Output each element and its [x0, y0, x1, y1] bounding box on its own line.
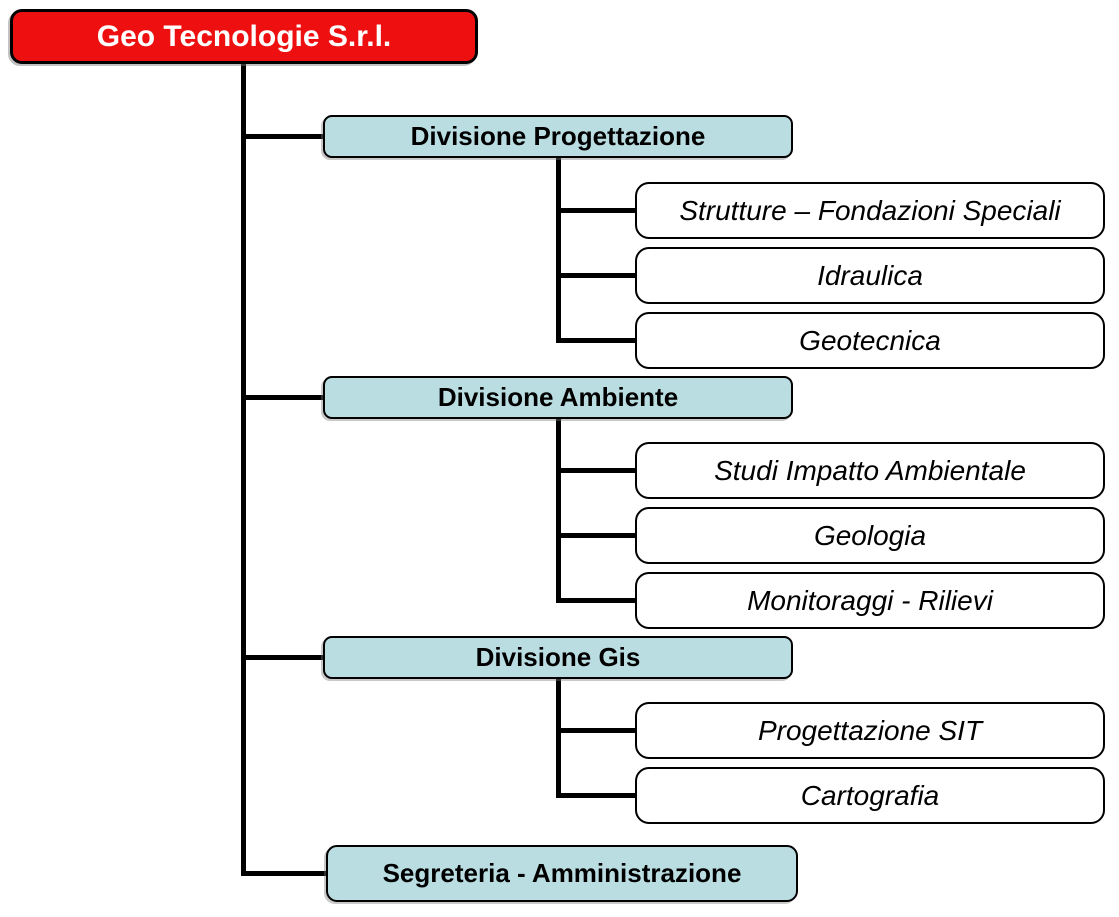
unit-label: Geologia	[813, 519, 927, 551]
connector-studi-impatto	[558, 468, 635, 473]
main-spine-line	[241, 64, 246, 876]
sub-spine-ambiente	[556, 419, 561, 603]
unit-label: Studi Impatto Ambientale	[714, 454, 1026, 486]
org-node-strutture-fondazioni-speciali: Strutture – Fondazioni Speciali	[635, 182, 1105, 239]
org-node-geotecnica: Geotecnica	[635, 312, 1105, 369]
connector-geologia	[558, 533, 635, 538]
sub-spine-gis	[556, 679, 561, 798]
division-label: Segreteria - Amministrazione	[382, 858, 742, 888]
sub-spine-progettazione	[556, 158, 561, 343]
org-node-idraulica: Idraulica	[635, 247, 1105, 304]
connector-division-progettazione	[241, 134, 323, 139]
unit-label: Cartografia	[800, 779, 940, 811]
connector-idraulica	[558, 273, 635, 278]
org-node-divisione-progettazione: Divisione Progettazione	[323, 115, 793, 158]
connector-strutture	[558, 208, 635, 213]
connector-division-ambiente	[241, 395, 323, 400]
org-node-divisione-ambiente: Divisione Ambiente	[323, 376, 793, 419]
org-node-progettazione-sit: Progettazione SIT	[635, 702, 1105, 759]
org-node-company-root: Geo Tecnologie S.r.l.	[10, 9, 478, 64]
org-node-cartografia: Cartografia	[635, 767, 1105, 824]
division-label: Divisione Gis	[475, 642, 641, 672]
connector-monitoraggi	[558, 598, 635, 603]
unit-label: Geotecnica	[799, 324, 941, 356]
company-name-label: Geo Tecnologie S.r.l.	[96, 19, 392, 53]
org-node-studi-impatto-ambientale: Studi Impatto Ambientale	[635, 442, 1105, 499]
division-label: Divisione Progettazione	[410, 121, 706, 151]
connector-cartografia	[558, 793, 635, 798]
connector-division-gis	[241, 655, 323, 660]
org-node-divisione-gis: Divisione Gis	[323, 636, 793, 679]
unit-label: Monitoraggi - Rilievi	[747, 584, 993, 616]
org-node-monitoraggi-rilievi: Monitoraggi - Rilievi	[635, 572, 1105, 629]
org-node-geologia: Geologia	[635, 507, 1105, 564]
org-node-segreteria-amministrazione: Segreteria - Amministrazione	[326, 845, 798, 902]
division-label: Divisione Ambiente	[437, 382, 679, 412]
connector-progettazione-sit	[558, 728, 635, 733]
unit-label: Idraulica	[817, 259, 923, 291]
connector-geotecnica	[558, 338, 635, 343]
unit-label: Progettazione SIT	[757, 714, 983, 746]
connector-segreteria	[241, 871, 326, 876]
unit-label: Strutture – Fondazioni Speciali	[679, 194, 1061, 226]
